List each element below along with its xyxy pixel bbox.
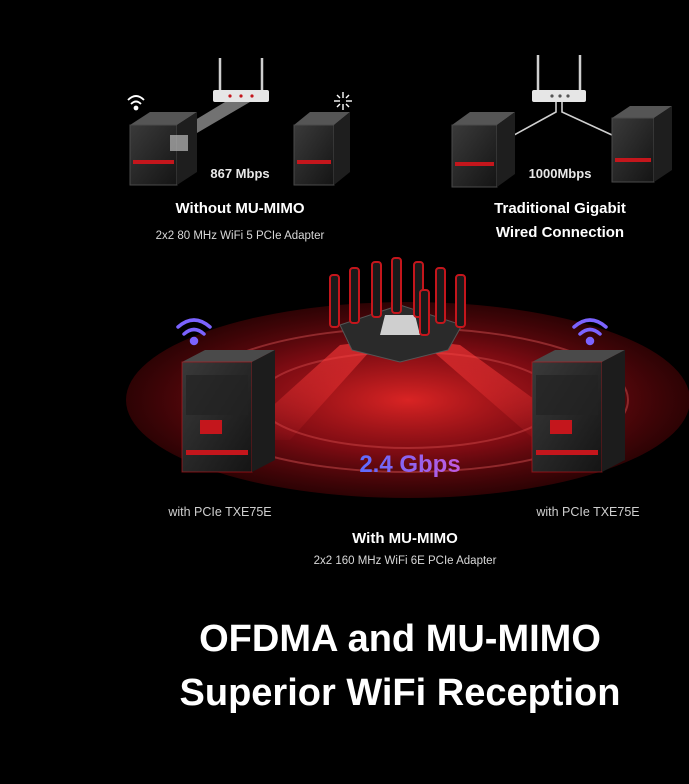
speed-label-without-mumimo: 867 Mbps xyxy=(210,166,270,181)
gaming-router-icon xyxy=(329,257,466,363)
pc-tower-icon xyxy=(451,112,515,188)
headline-line2: Superior WiFi Reception xyxy=(179,672,621,714)
router-icon xyxy=(213,58,269,102)
pc-tower-icon xyxy=(531,350,625,473)
headline-line1: OFDMA and MU-MIMO xyxy=(199,618,601,660)
title-with-mumimo: With MU-MIMO xyxy=(352,530,458,547)
subtitle-with-mumimo: 2x2 160 MHz WiFi 6E PCIe Adapter xyxy=(313,555,497,567)
router-icon xyxy=(532,55,586,102)
pc-tower-icon xyxy=(611,106,672,183)
sparkle-icon xyxy=(334,92,352,110)
pc-tower-icon xyxy=(293,112,350,186)
subtitle-without-mumimo: 2x2 80 MHz WiFi 5 PCIe Adapter xyxy=(155,230,325,242)
pc-tower-icon xyxy=(129,112,197,186)
pcie-label-left: with PCIe TXE75E xyxy=(168,505,272,519)
ethernet-cable-icon xyxy=(504,102,613,141)
title-without-mumimo: Without MU-MIMO xyxy=(175,200,305,217)
wifi-icon xyxy=(572,318,608,346)
pc-tower-icon xyxy=(181,350,275,473)
title-wired-line2: Wired Connection xyxy=(495,224,625,241)
title-wired-line1: Traditional Gigabit xyxy=(494,200,626,217)
wifi-icon xyxy=(127,95,145,111)
wifi-icon xyxy=(176,318,212,346)
speed-label-with-mumimo: 2.4 Gbps xyxy=(330,451,490,479)
pcie-label-right: with PCIe TXE75E xyxy=(536,505,640,519)
speed-value: 2.4 Gbps xyxy=(359,451,461,478)
speed-label-wired: 1000Mbps xyxy=(528,166,592,181)
